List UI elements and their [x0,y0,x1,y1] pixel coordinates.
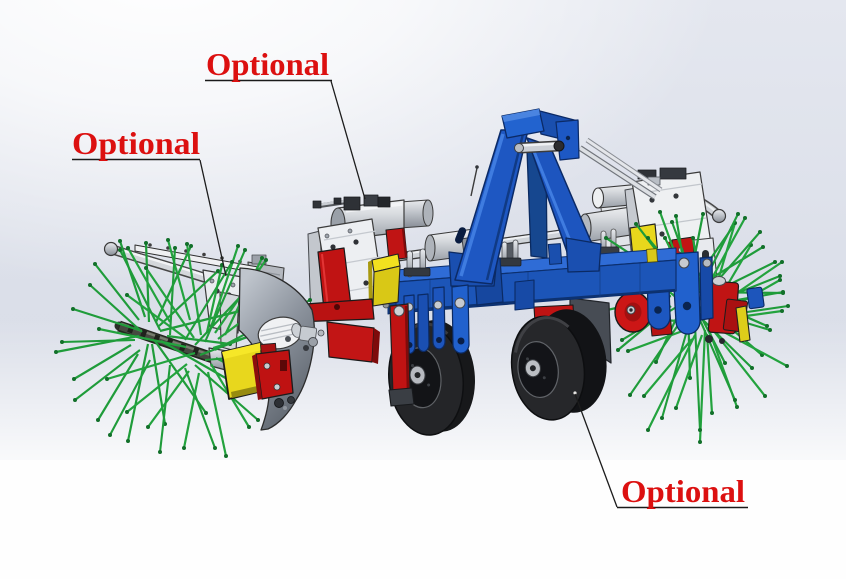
svg-text:Optional: Optional [206,46,329,82]
svg-text:Optional: Optional [72,125,200,161]
svg-text:Optional: Optional [621,473,745,509]
